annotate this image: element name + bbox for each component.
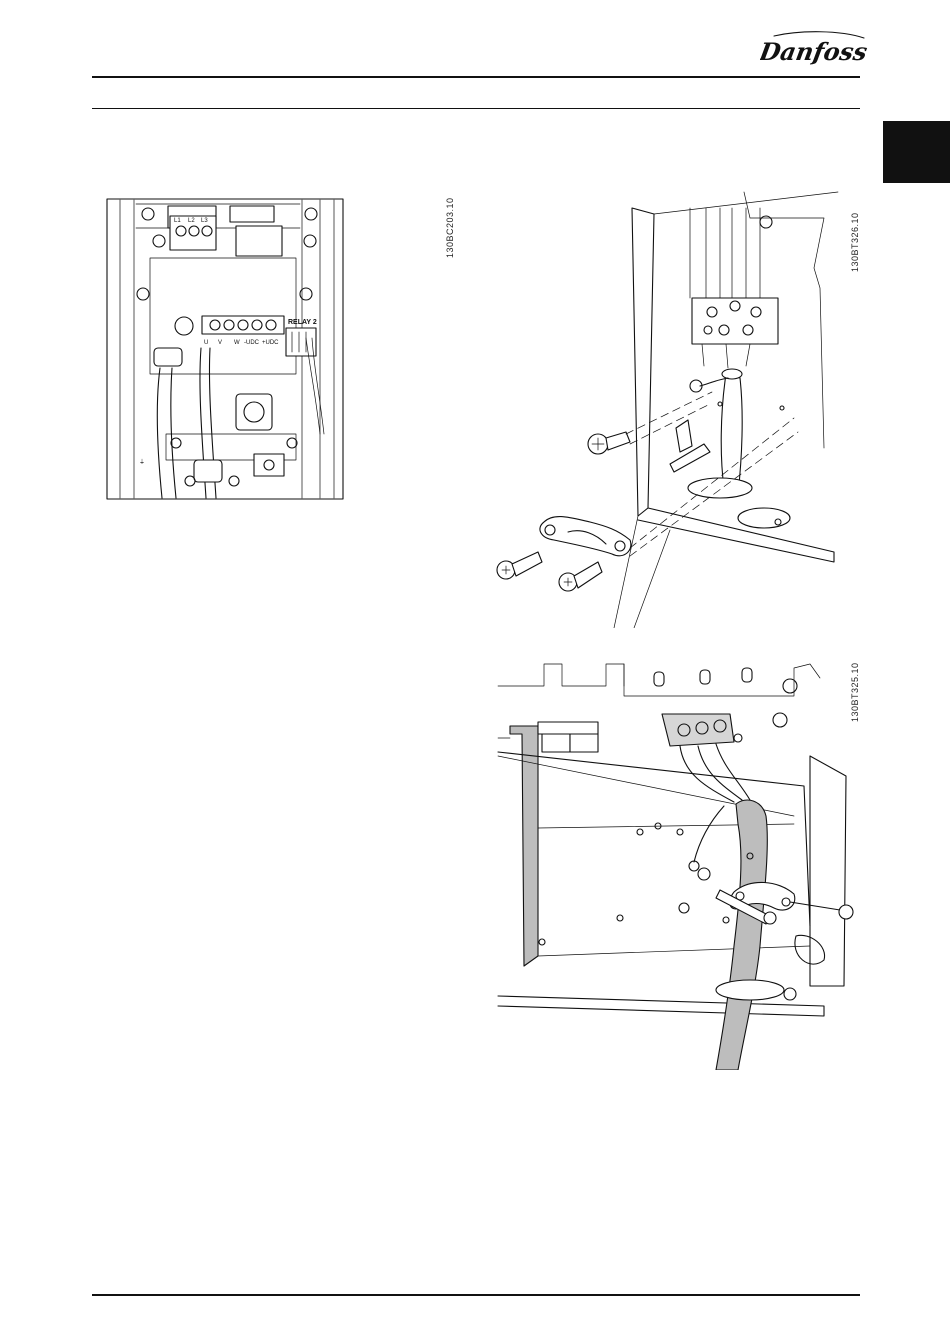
figure-drive-wiring: L1 L2 L3 U V W -UDC +UDC RELAY 2	[106, 198, 344, 500]
svg-text:L1: L1	[174, 218, 181, 224]
label-dc-minus: -UDC	[244, 340, 260, 346]
header-rule-top	[92, 76, 860, 78]
cable-clamp-installed-drawing	[494, 656, 864, 1070]
label-relay: RELAY 2	[288, 319, 317, 326]
svg-text:L2: L2	[188, 218, 195, 224]
label-v: V	[218, 340, 222, 346]
footer-rule	[92, 1294, 860, 1296]
figure-code-130BT325: 130BT325.10	[850, 662, 860, 722]
svg-text:⏚: ⏚	[139, 459, 145, 466]
figure-code-130BT326: 130BT326.10	[850, 212, 860, 272]
drive-wiring-overview-drawing: L1 L2 L3 U V W -UDC +UDC RELAY 2	[106, 198, 344, 500]
cable-clamp-exploded-drawing	[494, 188, 844, 628]
svg-text:L3: L3	[201, 218, 208, 224]
label-w: W	[234, 340, 240, 346]
label-dc-plus: +UDC	[262, 340, 279, 346]
figure-cable-clamp-exploded	[494, 188, 844, 628]
chapter-tab	[883, 121, 950, 183]
figure-cable-clamp-installed	[494, 656, 864, 1070]
brand-logotype: Danfoss	[760, 37, 868, 66]
header-rule-bottom	[92, 108, 860, 109]
label-u: U	[204, 340, 208, 346]
danfoss-logo: Danfoss	[760, 28, 868, 72]
figure-code-130BC203: 130BC203.10	[445, 197, 455, 258]
